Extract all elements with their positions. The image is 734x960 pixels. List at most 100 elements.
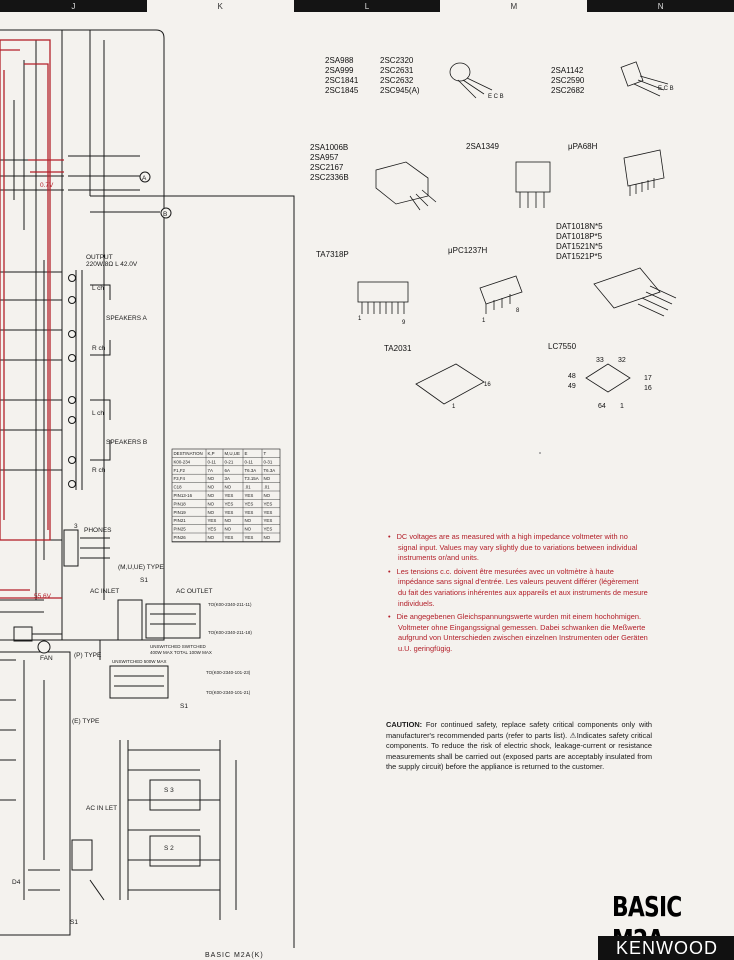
table-cell: NO [245, 518, 252, 523]
e-type-label: (E) TYPE [72, 718, 100, 725]
pin-label-1a: 1 [358, 316, 362, 322]
fan-label: FAN [40, 655, 53, 662]
table-cell: NO [208, 485, 215, 490]
part-ref-1: TO(K00-2340-211-11) [208, 602, 252, 607]
table-cell: YES [208, 527, 217, 532]
muue-type-label: (M,U,UE) TYPE [118, 564, 164, 571]
voltage-notes: DC voltages are as measured with a high … [386, 532, 648, 658]
table-cell: YES [225, 510, 234, 515]
lc-pin-32: 32 [618, 357, 626, 364]
voltage-label-2: 55.6V [34, 593, 52, 600]
table-cell: YES [264, 518, 273, 523]
pin-label-9: 9 [402, 320, 406, 326]
switch-s1-label-c: S1 [180, 703, 188, 710]
table-cell: NO [208, 510, 215, 515]
part-2sa1349: 2SA1349 [466, 142, 499, 151]
switch-s1-label-b: S1 [70, 919, 78, 926]
table-cell: C18 [174, 485, 183, 490]
table-cell: YES [264, 527, 273, 532]
table-cell: F3,F4 [174, 476, 186, 481]
grid-letter-n: N [587, 0, 734, 12]
table-header-cell: K,P [208, 451, 215, 456]
phones-pin-number: 3 [74, 523, 78, 530]
table-cell: 3A [225, 476, 230, 481]
part-label: 2SA988 [325, 56, 354, 65]
pin-label-1c: 1 [452, 404, 456, 410]
table-cell: PIN25 [174, 527, 187, 532]
table-cell: YES [225, 493, 234, 498]
grid-reference-bar: J K L M N [0, 0, 734, 12]
part-label: 2SC2590 [551, 76, 585, 85]
table-cell: 7A [208, 468, 213, 473]
node-a-label: A [142, 175, 147, 182]
lc-pin-17: 17 [644, 375, 652, 382]
part-ref-4: TO(K00-2340-101-21) [206, 690, 251, 695]
table-cell: YES [264, 501, 273, 506]
table-cell: PIN21 [174, 518, 187, 523]
part-label: 2SC945(A) [380, 86, 420, 95]
note-english: DC voltages are as measured with a high … [397, 532, 648, 564]
table-cell: NO [264, 476, 271, 481]
table-cell: NO [264, 493, 271, 498]
lch-label-a: L ch [92, 285, 104, 292]
part-label: DAT1521P*5 [556, 252, 603, 261]
part-ta2031: TA2031 [384, 344, 412, 353]
part-label: 2SC2320 [380, 56, 414, 65]
voltage-label-1: 0.7V [40, 182, 54, 189]
lc-pin-49: 49 [568, 383, 576, 390]
table-cell: 0-21 [225, 459, 234, 464]
node-b-label: B [163, 211, 167, 218]
table-header-cell: E [245, 451, 248, 456]
table-cell: NO [225, 485, 232, 490]
table-cell: T3.15A [245, 476, 259, 481]
table-cell: .01 [264, 485, 271, 490]
table-cell: PIN18 [174, 501, 187, 506]
part-label: 2SC2631 [380, 66, 414, 75]
table-cell: YES [264, 510, 273, 515]
table-cell: NO [225, 527, 232, 532]
part-upa68h: μPA68H [568, 142, 598, 151]
grid-letter-j: J [0, 0, 147, 12]
table-cell: T6.3A [245, 468, 257, 473]
table-cell: YES [245, 535, 254, 540]
table-cell: 6A [225, 468, 230, 473]
note-german: Die angegebenen Gleichspannungswerte wur… [397, 612, 648, 654]
pin-label-ebc-2: E C B [658, 86, 674, 92]
table-cell: .01 [245, 485, 252, 490]
table-header-cell: T [264, 451, 267, 456]
lc-pin-1: 1 [620, 403, 624, 410]
unswitched-label-2: 400W MAX TOTAL 100W MAX [150, 650, 212, 655]
table-cell: NO [208, 535, 215, 540]
part-label: 2SC2632 [380, 76, 414, 85]
footer-label: BASIC M2A(K) [205, 952, 264, 959]
lc-pin-64: 64 [598, 403, 606, 410]
table-cell: K00-234 [174, 459, 191, 464]
ac-outlet-label: AC OUTLET [176, 588, 213, 595]
note-french: Les tensions c.c. doivent être mesurées … [397, 567, 648, 609]
table-cell: NO [208, 493, 215, 498]
part-label: 2SC2682 [551, 86, 585, 95]
parts-group-1b: 2SC2320 2SC2631 2SC2632 2SC945(A) [380, 56, 420, 96]
part-label: 2SA999 [325, 66, 354, 75]
part-label: DAT1018N*5 [556, 222, 603, 231]
phones-label: PHONES [84, 527, 112, 534]
switch-s2-label: S 2 [164, 845, 174, 852]
part-label: 2SA1142 [551, 66, 584, 75]
part-label: DAT1018P*5 [556, 232, 603, 241]
lc-pin-33: 33 [596, 357, 604, 364]
part-label: 2SC1845 [325, 86, 359, 95]
caution-block: CAUTION: For continued safety, replace s… [386, 720, 652, 773]
parts-group-1: 2SA988 2SA999 2SC1841 2SC1845 [325, 56, 358, 96]
table-cell: YES [208, 518, 217, 523]
table-cell: NO [208, 501, 215, 506]
part-label: 2SC2167 [310, 163, 344, 172]
output-spec: 220W/8Ω L 42.0V [86, 261, 138, 268]
ac-in-let-label: AC IN LET [86, 805, 117, 812]
p-type-label: (P) TYPE [74, 652, 102, 659]
lc-pin-48: 48 [568, 373, 576, 380]
part-ref-2: TO(K00-2340-211-18) [208, 630, 252, 635]
table-cell: YES [245, 510, 254, 515]
table-cell: YES [225, 535, 234, 540]
lch-label-b: L ch [92, 410, 104, 417]
